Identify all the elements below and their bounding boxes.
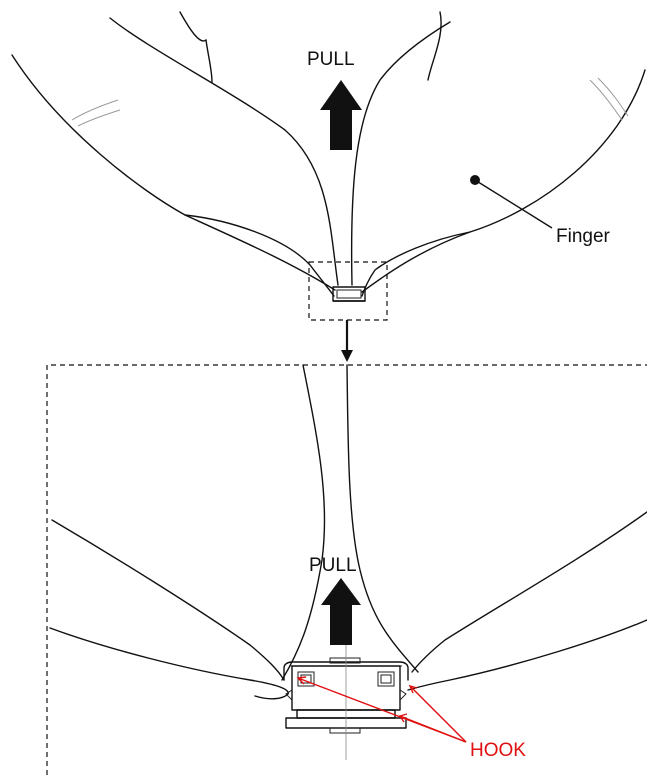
finger-pointer-line [474,179,553,229]
finger-label: Finger [556,226,611,247]
zoomed-fingers-illustration [49,364,647,700]
zoomed-connector [283,640,409,760]
hook-callout-lines [296,676,467,743]
pull-label-bottom: PULL [309,555,357,576]
hook-label: HOOK [470,740,526,761]
small-connector [332,286,366,302]
top-fingers-illustration [11,11,646,297]
pull-arrow-bottom-icon [321,578,361,645]
pull-arrow-top-icon [320,80,362,150]
zoom-arrow [341,320,353,362]
detail-frame [46,364,647,775]
pull-label-top: PULL [307,49,355,70]
